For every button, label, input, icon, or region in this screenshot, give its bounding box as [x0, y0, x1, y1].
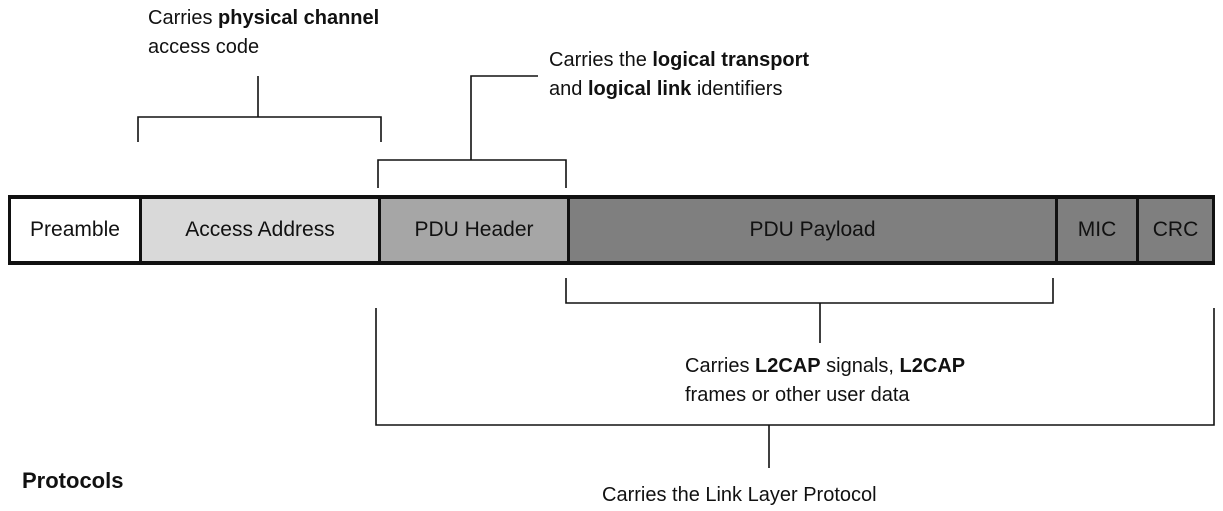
link-layer-note: Carries the Link Layer Protocol [602, 481, 877, 510]
packet-format-bar: Preamble Access Address PDU Header PDU P… [8, 195, 1215, 265]
bracket-logical-identifiers [377, 75, 567, 188]
physical-channel-note: Carries physical channel access code [148, 4, 379, 62]
note-text: Carries [685, 355, 756, 377]
protocols-heading: Protocols [22, 468, 124, 493]
note-text: identifiers [691, 78, 783, 100]
field-access-address: Access Address [139, 199, 378, 261]
field-label: PDU Payload [749, 218, 876, 241]
note-emphasis: L2CAP [755, 355, 821, 377]
note-text: Carries the [549, 49, 653, 71]
note-emphasis: logical transport [652, 49, 810, 71]
field-label: Access Address [185, 218, 335, 241]
logical-identifiers-note: Carries the logical transport and logica… [549, 46, 809, 104]
note-emphasis: L2CAP [899, 355, 966, 377]
payload-note: Carries L2CAP signals, L2CAP frames or o… [685, 352, 965, 410]
field-label: Preamble [30, 218, 120, 241]
field-pdu-payload: PDU Payload [567, 199, 1055, 261]
note-text: frames or other user data [685, 384, 910, 406]
note-text: Carries [148, 7, 219, 29]
note-text: signals, [820, 355, 900, 377]
bracket-link-layer [375, 308, 1215, 468]
bracket-physical-channel [137, 76, 382, 142]
field-mic: MIC [1055, 199, 1136, 261]
field-preamble: Preamble [11, 199, 139, 261]
note-emphasis: physical channel [218, 7, 380, 29]
note-text: access code [148, 36, 260, 58]
bracket-pdu-payload [565, 278, 1054, 343]
note-text: Carries the Link Layer Protocol [602, 484, 877, 506]
field-crc: CRC [1136, 199, 1212, 261]
note-text: and [549, 78, 588, 100]
note-emphasis: logical link [587, 78, 692, 100]
field-label: CRC [1152, 218, 1199, 241]
field-label: MIC [1077, 218, 1117, 241]
field-pdu-header: PDU Header [378, 199, 567, 261]
field-label: PDU Header [414, 218, 534, 241]
